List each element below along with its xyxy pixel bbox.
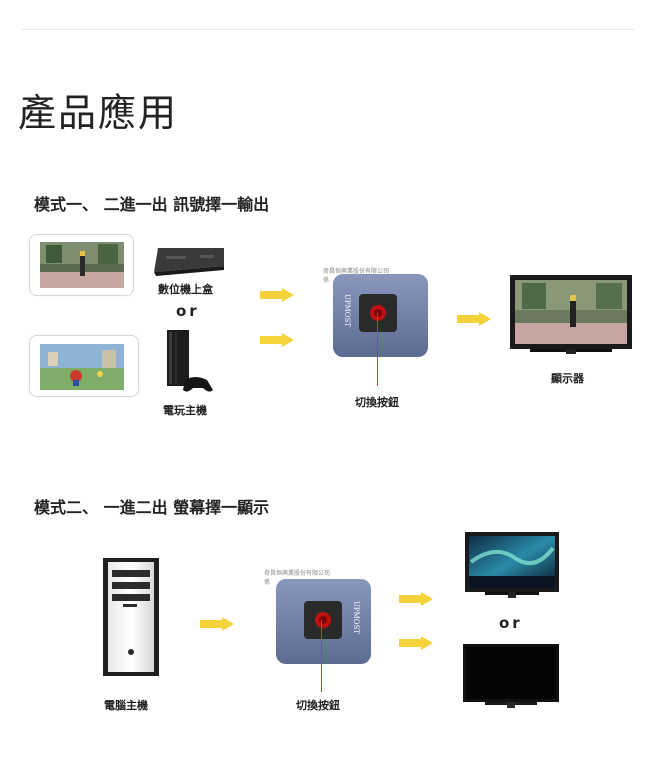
game-scene-image xyxy=(40,344,124,390)
monitor-aurora-icon xyxy=(465,532,559,598)
brand-label: UPMOST xyxy=(352,601,360,634)
or-text-2: or xyxy=(499,614,523,632)
set-top-box-icon xyxy=(154,248,224,276)
label-game-console: 電玩主機 xyxy=(163,404,207,417)
label-display: 顯示器 xyxy=(551,372,584,385)
brand-label: UPMOST xyxy=(343,294,351,327)
company-small-text-2: 係 xyxy=(323,277,330,284)
label-set-top-box: 數位機上盒 xyxy=(158,283,213,296)
mode1-heading: 模式一、 二進一出 訊號擇一輸出 xyxy=(34,195,270,214)
pointer-line xyxy=(321,620,322,692)
company-small-text: 奇昌恒興業股份有限公司 xyxy=(264,570,331,577)
game-console-icon xyxy=(167,330,213,392)
street-scene-image xyxy=(40,242,124,288)
label-switch-button: 切換按鈕 xyxy=(355,396,399,409)
hdmi-switch-device: UPMOST xyxy=(276,579,371,664)
company-small-text-2: 係 xyxy=(264,579,271,586)
arrow-right-icon xyxy=(399,636,433,650)
arrow-right-icon xyxy=(260,288,294,302)
monitor-black-icon xyxy=(463,644,559,708)
arrow-right-icon xyxy=(260,333,294,347)
arrow-right-icon xyxy=(457,312,491,326)
label-switch-button: 切換按鈕 xyxy=(296,699,340,712)
mode2-heading: 模式二、 一進二出 螢幕擇一顯示 xyxy=(34,498,270,517)
hdmi-switch-device: UPMOST xyxy=(333,274,428,357)
stb-video-bubble xyxy=(29,234,134,296)
pointer-line xyxy=(377,313,378,386)
tv-display-icon xyxy=(510,275,632,354)
company-small-text: 奇昌恒興業股份有限公司 xyxy=(323,268,390,275)
page-title: 產品應用 xyxy=(18,91,179,135)
top-divider xyxy=(22,29,634,30)
game-video-bubble xyxy=(29,335,139,397)
arrow-right-icon xyxy=(399,592,433,606)
pc-tower-icon xyxy=(103,558,159,676)
arrow-right-icon xyxy=(200,617,234,631)
label-pc: 電腦主機 xyxy=(104,699,148,712)
or-text-1: or xyxy=(176,302,200,320)
